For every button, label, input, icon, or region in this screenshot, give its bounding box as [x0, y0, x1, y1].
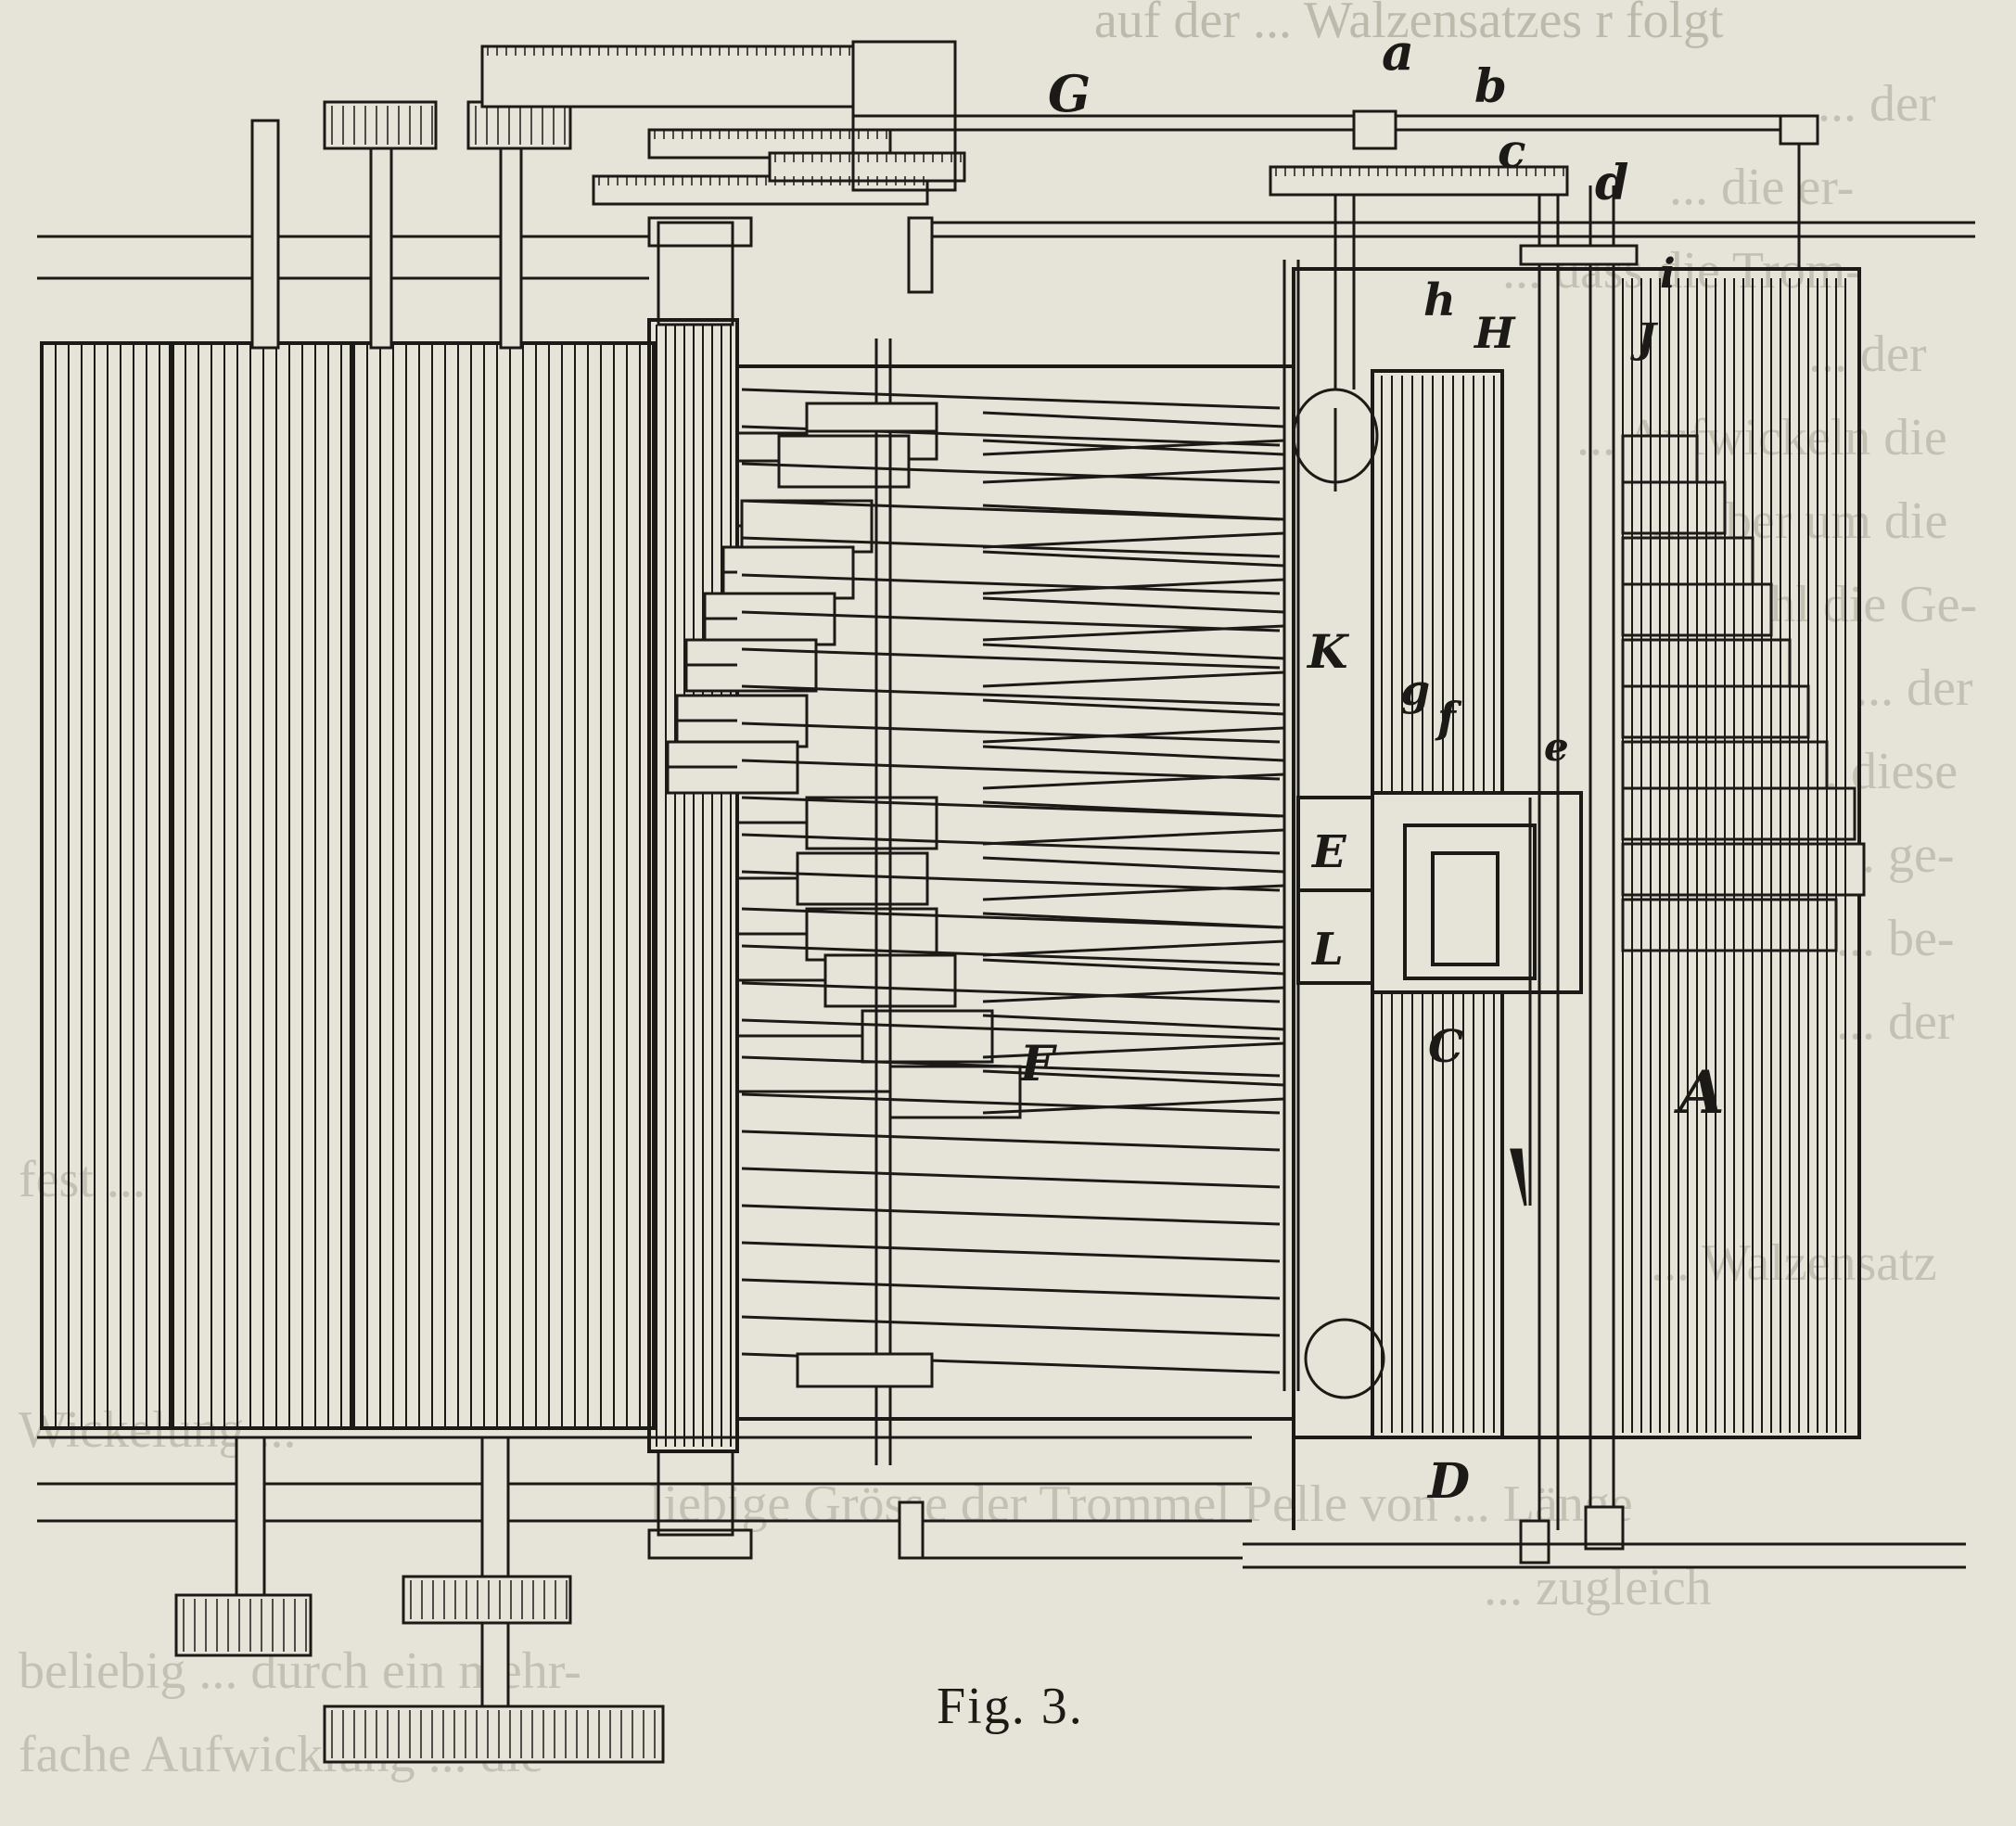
band-line: [741, 388, 1281, 410]
band-line: [741, 499, 1281, 521]
label-b: b: [1474, 58, 1507, 113]
band-line: [982, 1014, 1285, 1031]
show-through-line-8: ... der: [1855, 659, 1973, 717]
label-F: F: [1018, 1036, 1057, 1092]
band-step: [721, 545, 855, 600]
show-through-line-14: ... Walzensatz: [1651, 1234, 1937, 1292]
label-H: H: [1473, 308, 1516, 358]
band-line: [982, 958, 1285, 976]
left-drum: [40, 341, 656, 1430]
band-step: [1621, 898, 1838, 952]
band-line: [982, 643, 1285, 660]
band-line: [741, 610, 1281, 632]
band-line: [982, 939, 1285, 957]
band-line: [982, 828, 1285, 846]
band-line: [741, 1092, 1281, 1115]
band-line: [982, 1041, 1285, 1059]
band-line: [741, 1241, 1281, 1263]
label-i: i: [1660, 250, 1676, 298]
band-line: [741, 1167, 1281, 1189]
pulley-hatching: [183, 106, 656, 1758]
band-line: [741, 462, 1281, 484]
band-step: [888, 1065, 1022, 1119]
band-line: [982, 745, 1285, 762]
label-K: K: [1306, 624, 1350, 679]
bottom-pulleys: [174, 1436, 665, 1764]
band-line: [741, 944, 1281, 966]
band-line: [741, 1055, 1281, 1078]
band-line: [741, 833, 1281, 855]
band-step: [777, 434, 911, 489]
label-D: D: [1426, 1453, 1470, 1510]
band-line: [982, 550, 1285, 568]
band-step: [861, 1009, 994, 1064]
band-line: [982, 411, 1285, 428]
label-J: J: [1630, 315, 1659, 363]
band-line: [741, 1130, 1281, 1152]
label-c: c: [1498, 123, 1525, 178]
show-through-line-0: auf der ... Walzensatzes r folgt: [1094, 0, 1724, 49]
a-region-hatching: [1622, 278, 1846, 1433]
diagram-labels: a b c d G h H i J K g f e E L C F A D: [1018, 22, 1725, 1510]
figure-caption: Fig. 3.: [937, 1678, 1084, 1735]
band-line: [741, 870, 1281, 892]
vertical-rods: [1510, 185, 1625, 1564]
band-step: [1621, 786, 1857, 841]
bottom-rail: [898, 1500, 1966, 1569]
shaft-K: [1282, 260, 1385, 1399]
band-line: [982, 1097, 1285, 1115]
band-line: [982, 439, 1285, 456]
band-step: [740, 499, 874, 554]
band-line: [982, 856, 1285, 874]
label-A: A: [1674, 1058, 1725, 1128]
band-line: [741, 536, 1281, 558]
label-f: f: [1435, 693, 1462, 743]
label-g: g: [1400, 665, 1430, 715]
band-line: [741, 647, 1281, 670]
label-e: e: [1544, 724, 1569, 770]
show-through-line-12: ... der: [1836, 993, 1955, 1051]
band-line: [741, 759, 1281, 781]
show-through-line-4: ... der: [1808, 326, 1927, 383]
show-through-line-2: ... die er-: [1669, 159, 1854, 216]
band-line: [982, 578, 1285, 595]
band-line: [982, 986, 1285, 1003]
label-E: E: [1310, 826, 1347, 878]
band-line: [982, 698, 1285, 716]
band-line: [741, 1278, 1281, 1300]
label-d: d: [1595, 155, 1628, 211]
show-through-text: auf der ... Walzensatzes r folgt ... der…: [19, 0, 1977, 1783]
band-line: [741, 1018, 1281, 1041]
label-C: C: [1428, 1021, 1463, 1073]
band-line: [741, 721, 1281, 744]
band-line: [741, 684, 1281, 707]
band-line: [741, 981, 1281, 1003]
show-through-line-1: ... der: [1818, 75, 1936, 133]
band-line: [982, 726, 1285, 744]
carriage-EL: [1296, 791, 1583, 994]
band-line: [982, 1069, 1285, 1087]
band-line: [982, 596, 1285, 614]
bracket-shaft: [796, 338, 938, 1465]
label-G: G: [1048, 64, 1091, 123]
band-line: [741, 1204, 1281, 1226]
top-spindles: [250, 100, 572, 350]
label-a: a: [1382, 22, 1414, 82]
band-line: [741, 1315, 1281, 1337]
band-line: [982, 466, 1285, 484]
gear-teeth: [487, 46, 1564, 185]
label-L: L: [1310, 924, 1344, 976]
band-line: [741, 907, 1281, 929]
band-step: [1621, 480, 1727, 535]
show-through-line-11: ... be-: [1836, 910, 1955, 967]
band-line: [982, 531, 1285, 549]
wound-bands-left: [666, 388, 1285, 1374]
band-line: [741, 573, 1281, 595]
band-line: [982, 670, 1285, 688]
band-line: [741, 796, 1281, 818]
label-h: h: [1423, 275, 1456, 326]
